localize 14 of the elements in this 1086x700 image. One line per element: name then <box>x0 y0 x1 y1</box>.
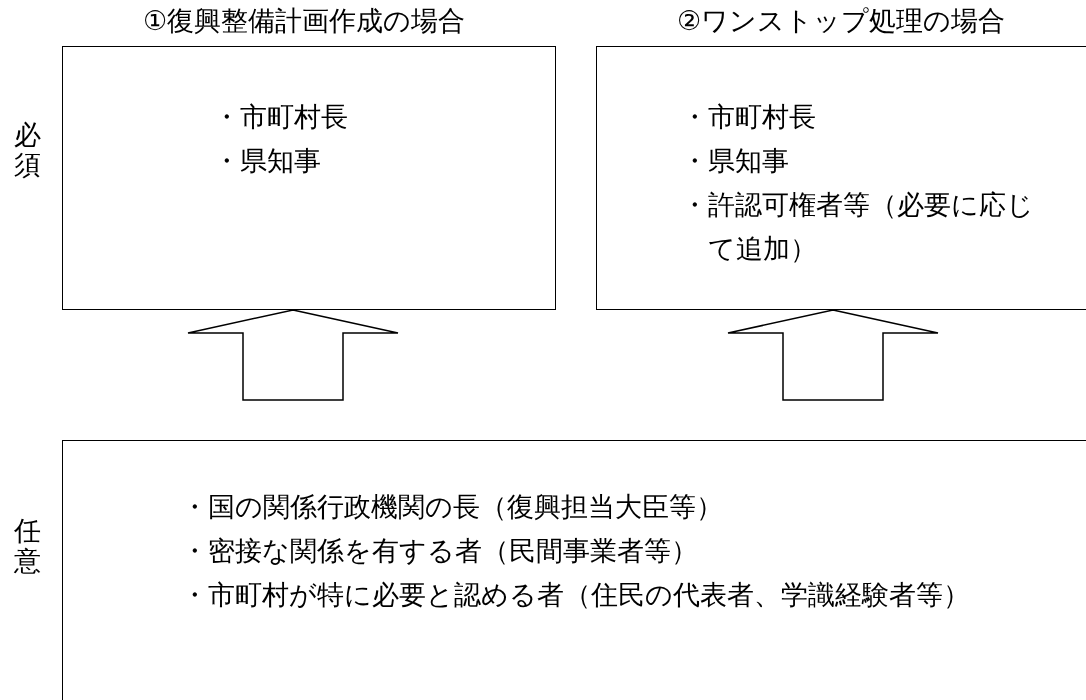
side-label: 任意 <box>14 516 41 576</box>
process-box <box>62 440 1086 700</box>
box-heading: ①復興整備計画作成の場合 <box>143 7 466 34</box>
bullet-item: ・市町村が特に必要と認める者（住民の代表者、学識経験者等） <box>181 578 971 612</box>
bullet-item: ・県知事 <box>213 144 322 178</box>
bullet-item: ・市町村長 <box>213 100 349 134</box>
box-heading: ②ワンストップ処理の場合 <box>677 7 1006 34</box>
bullet-item: ・密接な関係を有する者（民間事業者等） <box>181 534 699 568</box>
bullet-item: ・市町村長 <box>681 100 817 134</box>
bullet-item: ・県知事 <box>681 144 790 178</box>
block-arrow <box>727 309 939 401</box>
bullet-item: ・許認可権者等（必要に応じて追加） <box>681 188 1035 266</box>
block-arrow <box>187 309 399 401</box>
bullet-item: ・国の関係行政機関の長（復興担当大臣等） <box>181 490 724 524</box>
